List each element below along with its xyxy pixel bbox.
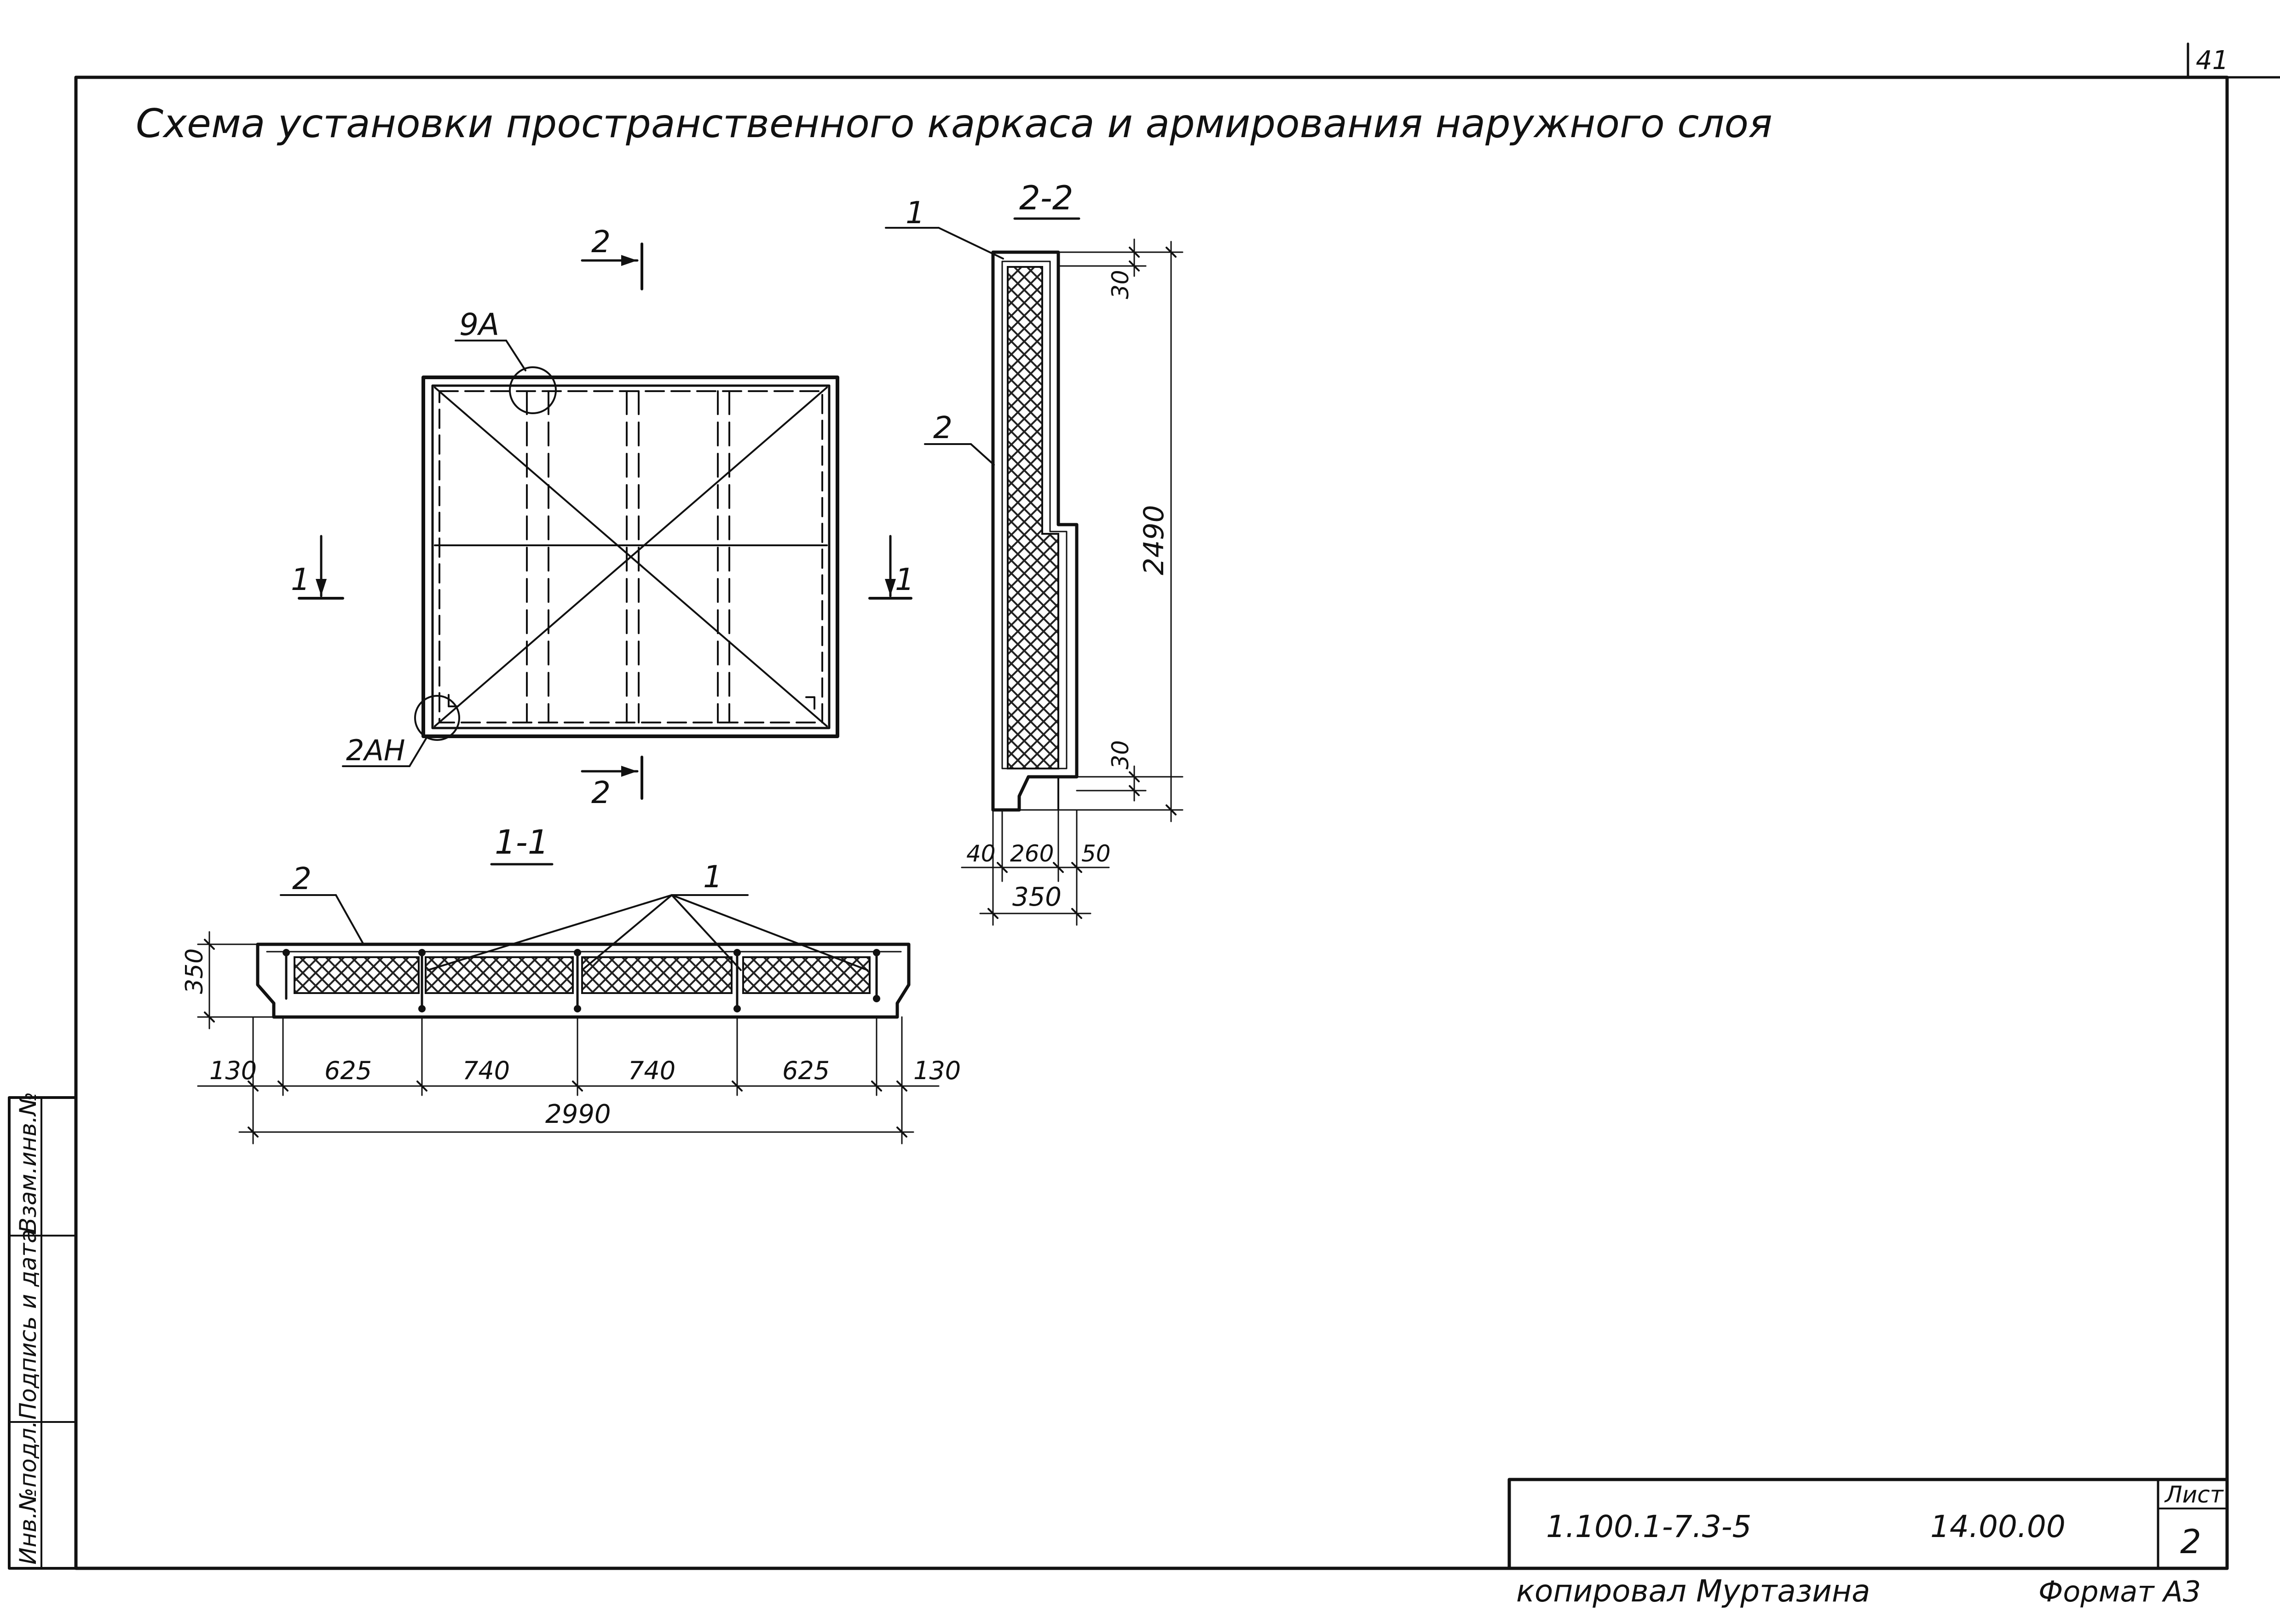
side-stamp-inv-no: Инв.№подл. — [15, 1421, 41, 1565]
dim-2-2-40: 40 — [966, 840, 996, 867]
dim-1-1-130-left: 130 — [209, 1056, 257, 1085]
section-2-2-leader-2-label: 2 — [933, 410, 952, 445]
section-2-2-leader-2: 2 — [924, 410, 995, 466]
title-block-sheet-label: Лист — [2164, 1481, 2224, 1508]
section-2-2-profile — [991, 250, 1079, 812]
sheet-frame — [74, 42, 2280, 1570]
side-stamp-replaced-inv: Взам.инв.№ — [15, 1092, 41, 1233]
drawing-title: Схема установки пространственного каркас… — [136, 101, 1772, 147]
section-2-2-leader-1: 1 — [885, 195, 1004, 260]
section-2-2-dimensions: 30 2490 30 — [1018, 238, 1183, 822]
dim-2-2-bottom-30: 30 — [1107, 740, 1134, 769]
section-1-1-width-dimensions: 130 625 740 740 625 130 2990 — [197, 1016, 961, 1144]
section-mark-2-top: 2 — [581, 224, 643, 290]
section-mark-2-top-label: 2 — [591, 224, 611, 260]
section-1-1-leader-1: 1 — [427, 859, 868, 971]
dim-2-2-350: 350 — [1012, 882, 1062, 912]
callout-9a: 9А — [455, 307, 526, 371]
callout-2an: 2АН — [342, 734, 429, 767]
section-1-1-leader-2: 2 — [280, 861, 364, 945]
title-block-mark: 14.00.00 — [1930, 1509, 2066, 1544]
dim-1-1-total: 2990 — [545, 1099, 611, 1129]
section-mark-2-bottom-label: 2 — [591, 775, 611, 810]
section-mark-1-right: 1 — [868, 535, 914, 600]
dim-1-1-740-right: 740 — [628, 1056, 675, 1085]
dim-1-1-740-left: 740 — [462, 1056, 510, 1085]
panel-plan-view — [414, 366, 839, 741]
dim-2-2-50: 50 — [1081, 840, 1111, 867]
section-1-1-leader-2-label: 2 — [292, 861, 312, 896]
dim-2-2-top-30: 30 — [1107, 270, 1134, 299]
section-1-1-title: 1-1 — [495, 823, 549, 861]
dim-2-2-260: 260 — [1010, 840, 1054, 867]
side-stamp-signature-date: Подпись и дата — [15, 1229, 41, 1420]
callout-2an-label: 2АН — [346, 734, 405, 767]
dim-1-1-height: 350 — [181, 948, 208, 994]
title-block-sheet-number: 2 — [2180, 1522, 2201, 1561]
section-mark-1-right-label: 1 — [895, 562, 914, 597]
section-mark-2-bottom: 2 — [581, 756, 643, 810]
section-1-1-leader-1-label: 1 — [703, 859, 722, 895]
dim-1-1-625-left: 625 — [324, 1056, 372, 1085]
sheet-corner-number: 41 — [2196, 46, 2228, 75]
dim-1-1-625-right: 625 — [782, 1056, 830, 1085]
title-block: 1.100.1-7.3-5 14.00.00 Лист 2 — [1507, 1478, 2229, 1570]
dim-1-1-130-right: 130 — [913, 1056, 961, 1085]
section-1-1-profile — [256, 942, 911, 1019]
dim-2-2-height: 2490 — [1138, 505, 1170, 575]
section-2-2-width-dimensions: 40 260 50 350 — [961, 809, 1111, 926]
title-block-code: 1.100.1-7.3-5 — [1546, 1509, 1752, 1544]
sheet-format: Формат А3 — [2038, 1575, 2201, 1608]
section-1-1-height-dimension: 350 — [181, 931, 275, 1029]
section-mark-1-left: 1 — [291, 535, 344, 600]
callout-9a-label: 9А — [459, 307, 499, 342]
side-stamp: Инв.№подл. Подпись и дата Взам.инв.№ — [8, 1092, 77, 1570]
copied-by-note: копировал Муртазина — [1516, 1573, 1870, 1609]
section-2-2-title: 2-2 — [1019, 179, 1074, 217]
section-2-2-leader-1-label: 1 — [906, 195, 925, 231]
section-mark-1-left-label: 1 — [291, 562, 310, 597]
